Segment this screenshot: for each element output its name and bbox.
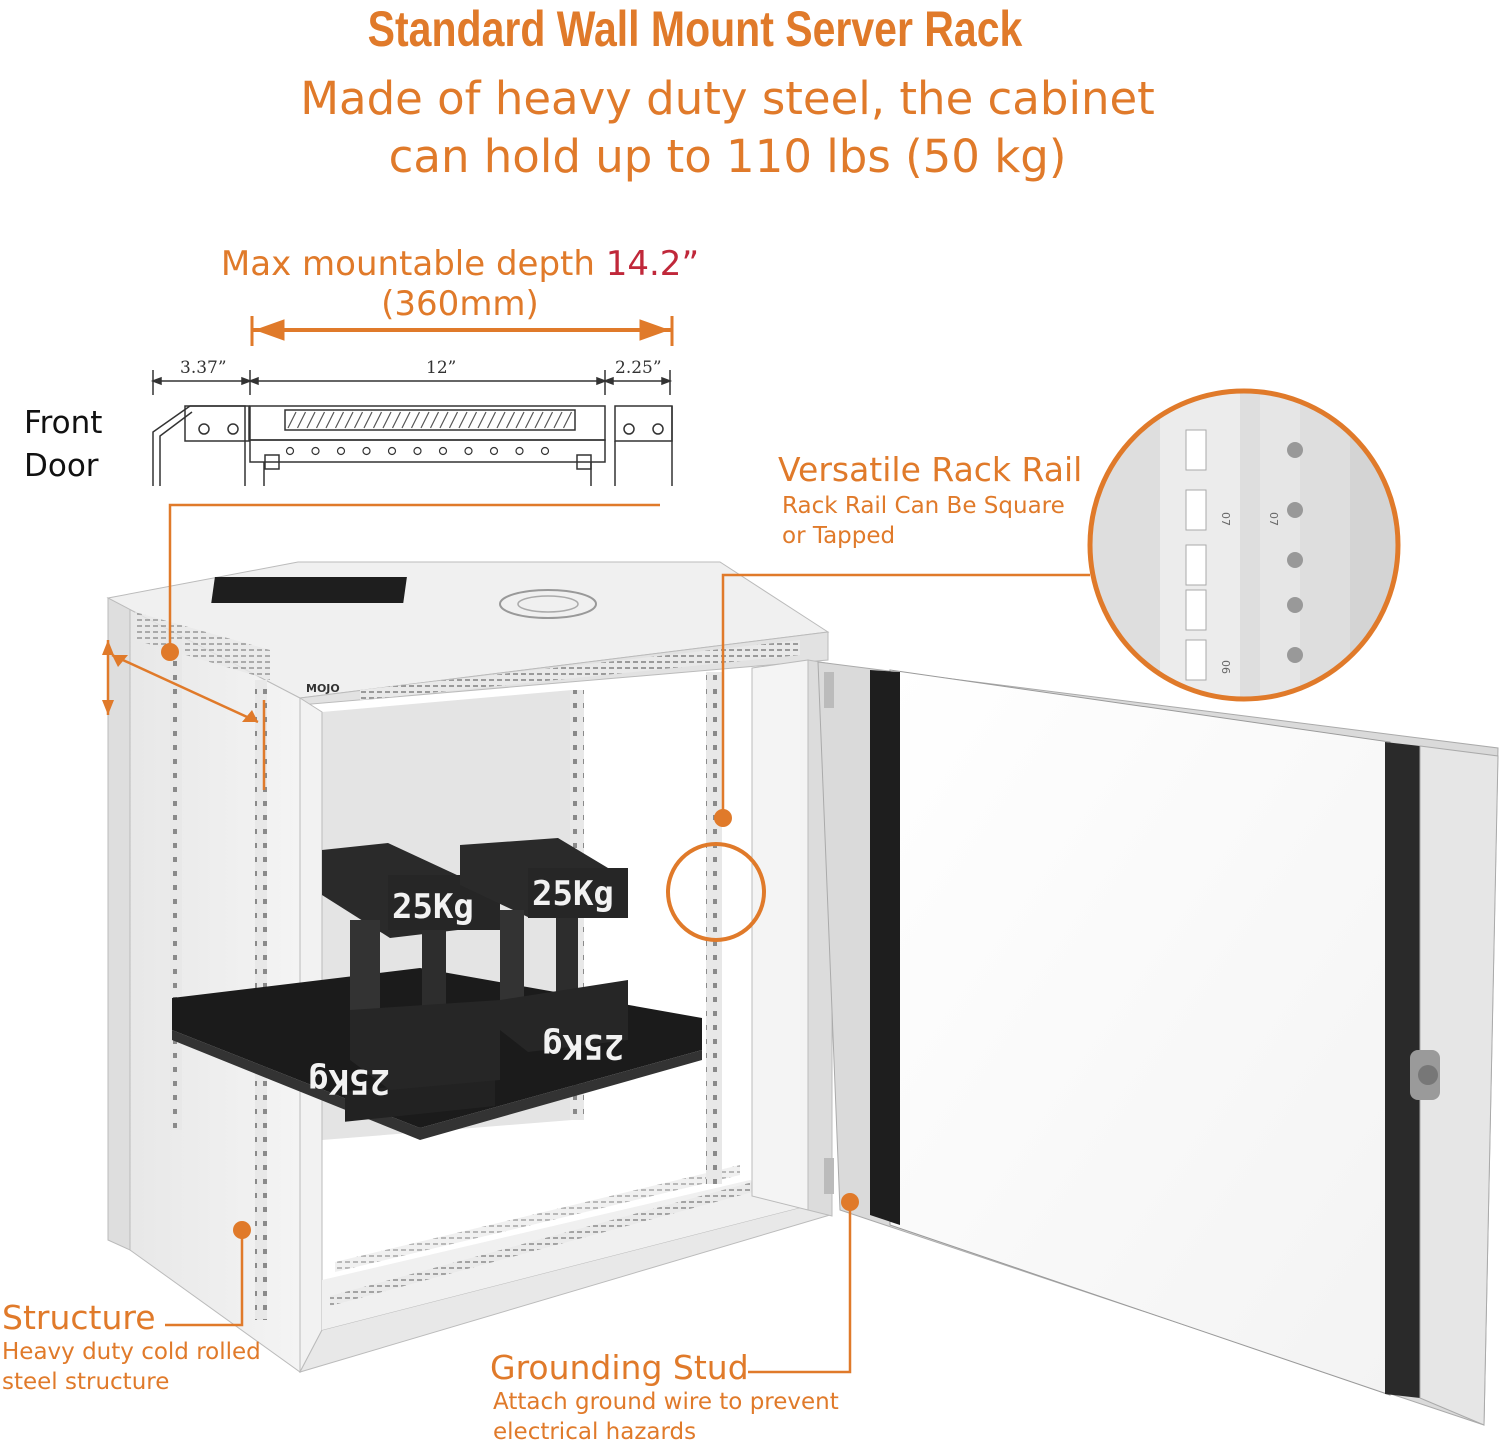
- dim-right: 2.25”: [615, 358, 662, 378]
- drawing-hatch-line: [353, 411, 364, 429]
- front-label-line: Door: [24, 448, 99, 484]
- drawing-hole: [362, 446, 371, 456]
- rack-rail-callout: Versatile Rack Rail Rack Rail Can Be Squ…: [778, 450, 1082, 551]
- drawing-hatch-line: [448, 411, 459, 429]
- depth-text: Max mountable depth: [220, 244, 595, 284]
- drawing-hatch-line: [306, 411, 316, 429]
- subtitle-line: Made of heavy duty steel, the cabinet: [300, 72, 1155, 125]
- drawing-hatch: [287, 411, 573, 429]
- grounding-callout: Grounding Stud Attach ground wire to pre…: [490, 1348, 839, 1447]
- front-label-line: Front: [24, 405, 103, 441]
- dim-middle: 12”: [426, 358, 457, 378]
- drawing-hatch-line: [496, 411, 506, 429]
- drawing-hatch-line: [534, 411, 544, 429]
- drawing-hatch-line: [486, 411, 497, 429]
- rack-rail-desc: Rack Rail Can Be Square: [782, 493, 1065, 519]
- grounding-title: Grounding Stud: [490, 1348, 749, 1387]
- drawing-hole: [311, 446, 320, 456]
- drawing-hatch-line: [543, 411, 554, 429]
- weight-label: 25Kg: [308, 1061, 390, 1101]
- drawing-hatch-line: [562, 411, 573, 429]
- depth-metric: (360mm): [381, 284, 539, 324]
- drawing-hole: [438, 446, 448, 456]
- subtitle-line: can hold up to 110 lbs (50 kg): [388, 130, 1067, 183]
- page-subtitle: Made of heavy duty steel, the cabinet ca…: [0, 70, 1455, 186]
- top-view-drawing: [150, 370, 673, 486]
- drawing-hatch-line: [315, 411, 326, 429]
- rack-rail-title: Versatile Rack Rail: [778, 450, 1083, 489]
- drawing-hatch-line: [458, 411, 468, 429]
- brand-logo: MOJO: [306, 682, 340, 695]
- open-door: [817, 661, 1499, 1426]
- drawing-hatch-line: [344, 411, 354, 429]
- drawing-hatch-line: [391, 411, 402, 429]
- drawing-hole: [515, 446, 524, 456]
- grounding-desc: Attach ground wire to prevent: [493, 1389, 839, 1415]
- drawing-hatch-line: [553, 411, 563, 429]
- drawing-hatch-line: [467, 411, 478, 429]
- page-title: Standard Wall Mount Server Rack: [367, 1, 1023, 57]
- drawing-hole: [540, 446, 550, 456]
- drawing-hatch-line: [287, 411, 297, 429]
- drawing-hatch-line: [325, 411, 335, 429]
- drawing-hatch-line: [505, 411, 516, 429]
- weight-label: 25Kg: [532, 874, 614, 914]
- structure-callout: Structure Heavy duty cold rolled steel s…: [2, 1298, 261, 1397]
- drawing-hatch-line: [363, 411, 373, 429]
- drawing-hatch-line: [420, 411, 430, 429]
- drawing-hatch-line: [524, 411, 535, 429]
- drawing-hatch-line: [439, 411, 449, 429]
- structure-desc: Heavy duty cold rolled: [2, 1339, 261, 1365]
- callout-dots: [102, 640, 859, 1239]
- grounding-desc: electrical hazards: [493, 1419, 697, 1445]
- depth-arrow: [250, 316, 674, 346]
- drawing-holes: [285, 446, 550, 456]
- rack-rail-desc: or Tapped: [782, 523, 896, 549]
- callout-lines: [106, 503, 1090, 1374]
- drawing-hole: [413, 446, 422, 456]
- depth-value: 14.2”: [605, 244, 700, 284]
- rail-number: 07: [1267, 512, 1280, 526]
- weight-label: 25Kg: [542, 1026, 624, 1066]
- drawing-hatch-line: [296, 411, 307, 429]
- depth-label: Max mountable depth 14.2” (360mm): [180, 244, 740, 324]
- weights: [322, 838, 628, 1090]
- drawing-hole: [336, 446, 346, 456]
- drawing-hatch-line: [477, 411, 487, 429]
- drawing-hole: [387, 446, 397, 456]
- drawing-hole: [285, 446, 295, 456]
- rail-zoom-circle: 07 07 06: [1087, 388, 1401, 702]
- drawing-hole: [489, 446, 499, 456]
- drawing-hatch-line: [334, 411, 345, 429]
- rail-number: 06: [1219, 660, 1232, 674]
- rail-number: 07: [1219, 512, 1232, 526]
- drawing-hatch-line: [410, 411, 421, 429]
- drawing-hatch-line: [372, 411, 383, 429]
- front-door-label: Front Door: [24, 402, 102, 488]
- drawing-hatch-line: [515, 411, 525, 429]
- structure-desc: steel structure: [2, 1369, 170, 1395]
- drawing-hole: [464, 446, 473, 456]
- dim-left: 3.37”: [180, 358, 227, 378]
- drawing-hatch-line: [429, 411, 440, 429]
- weight-label: 25Kg: [392, 887, 474, 927]
- drawing-hatch-line: [382, 411, 392, 429]
- drawing-hatch-line: [401, 411, 411, 429]
- structure-title: Structure: [2, 1298, 156, 1337]
